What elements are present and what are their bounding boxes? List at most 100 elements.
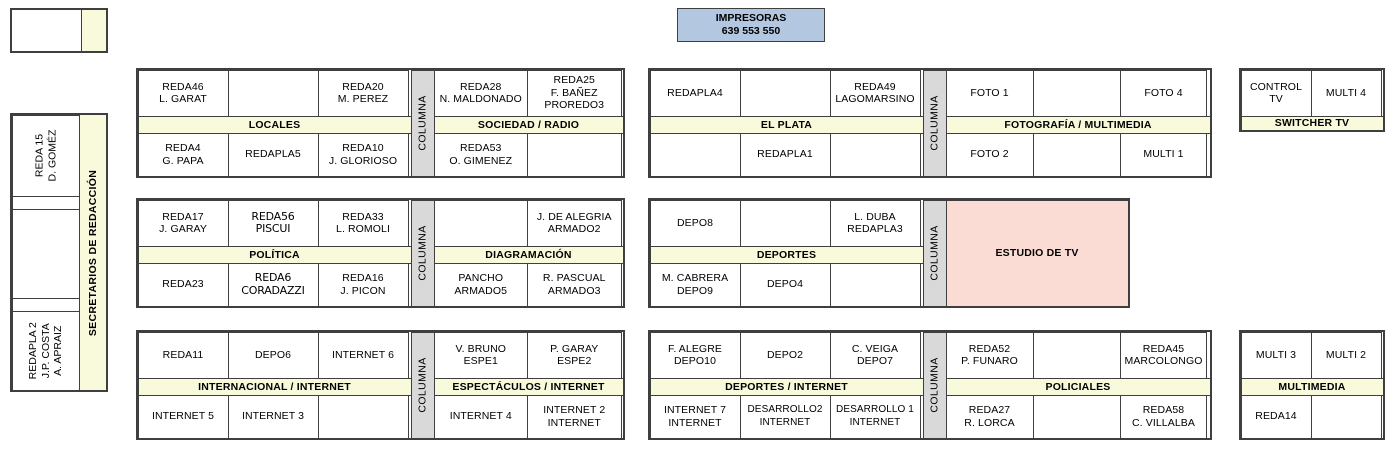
seat[interactable]: REDA33 L. ROMOLI <box>317 199 409 247</box>
seat[interactable]: REDA53 O. GIMENEZ <box>433 132 528 177</box>
seat[interactable]: REDA28 N. MALDONADO <box>433 69 528 117</box>
group-el-plata: REDAPLA4 REDA49 LAGOMARSINO EL PLATA RED… <box>649 69 924 177</box>
sidebar-cell-3-label: REDAPLA 2 J.P. COSTA A. APRAIZ <box>26 321 64 380</box>
seat[interactable]: REDA16 J. PICON <box>317 262 409 307</box>
seat[interactable]: REDA52 P. FUNARO <box>945 331 1034 379</box>
columna-label: COLUMNA <box>416 225 429 281</box>
seat[interactable]: L. DUBA REDAPLA3 <box>829 199 921 247</box>
band-multimedia: MULTIMEDIA <box>1240 377 1384 396</box>
block-elplata-fotografia: REDAPLA4 REDA49 LAGOMARSINO EL PLATA RED… <box>648 68 1212 178</box>
impresoras-numbers: 639 553 550 <box>721 25 781 37</box>
group-switcher-tv: CONTROL TV MULTI 4 SWITCHER TV <box>1240 69 1384 131</box>
seat[interactable]: INTERNET 3 <box>227 394 319 439</box>
seat[interactable]: REDA49 LAGOMARSINO <box>829 69 921 117</box>
seat[interactable]: C. VEIGA DEPO7 <box>829 331 921 379</box>
seat[interactable] <box>1032 132 1121 177</box>
seat[interactable]: REDA6 CORADAZZI <box>227 262 319 307</box>
seat[interactable]: REDAPLA4 <box>649 69 741 117</box>
seat[interactable]: DESARROLLO2 INTERNET <box>739 394 831 439</box>
seat[interactable]: REDAPLA5 <box>227 132 319 177</box>
band-internacional-internet: INTERNACIONAL / INTERNET <box>137 377 412 396</box>
seat[interactable]: REDA23 <box>137 262 229 307</box>
seat[interactable]: F. ALEGRE DEPO10 <box>649 331 741 379</box>
seat[interactable]: CONTROL TV <box>1240 69 1312 117</box>
columna-pillar: COLUMNA <box>410 69 435 177</box>
estudio-de-tv-panel[interactable]: ESTUDIO DE TV <box>945 199 1129 307</box>
seat[interactable] <box>1310 394 1382 439</box>
seat[interactable]: R. PASCUAL ARMADO3 <box>527 262 622 307</box>
seat[interactable]: REDA14 <box>1240 394 1312 439</box>
top-left-empty-cell[interactable] <box>12 10 82 51</box>
seat[interactable]: REDA10 J. GLORIOSO <box>317 132 409 177</box>
seat[interactable]: DEPO2 <box>739 331 831 379</box>
seat[interactable]: INTERNET 7 INTERNET <box>649 394 741 439</box>
seat[interactable]: INTERNET 2 INTERNET <box>527 394 622 439</box>
seat[interactable]: REDA27 R. LORCA <box>945 394 1034 439</box>
group-deportes-internet: F. ALEGRE DEPO10 DEPO2 C. VEIGA DEPO7 DE… <box>649 331 924 439</box>
seat[interactable]: REDA20 M. PEREZ <box>317 69 409 117</box>
seat[interactable]: DEPO8 <box>649 199 741 247</box>
sidebar-cell-3[interactable]: REDAPLA 2 J.P. COSTA A. APRAIZ <box>11 310 80 391</box>
columna-label: COLUMNA <box>416 95 429 151</box>
seat[interactable]: MULTI 3 <box>1240 331 1312 379</box>
seat[interactable] <box>433 199 528 247</box>
seat[interactable] <box>1032 69 1121 117</box>
seat[interactable]: REDA4 G. PAPA <box>137 132 229 177</box>
seat[interactable]: PANCHO ARMADO5 <box>433 262 528 307</box>
seat[interactable]: INTERNET 4 <box>433 394 528 439</box>
seat[interactable]: J. DE ALEGRIA ARMADO2 <box>527 199 622 247</box>
seat[interactable]: FOTO 2 <box>945 132 1034 177</box>
seat[interactable] <box>829 262 921 307</box>
seat[interactable] <box>829 132 921 177</box>
band-deportes-internet: DEPORTES / INTERNET <box>649 377 924 396</box>
seat[interactable] <box>739 69 831 117</box>
group-internacional-internet: REDA11 DEPO6 INTERNET 6 INTERNACIONAL / … <box>137 331 412 439</box>
seat[interactable]: INTERNET 6 <box>317 331 409 379</box>
seat[interactable] <box>1032 331 1121 379</box>
seat[interactable]: REDA56 PISCUI <box>227 199 319 247</box>
band-policiales: POLICIALES <box>945 377 1211 396</box>
seat[interactable]: INTERNET 5 <box>137 394 229 439</box>
sidebar-cell-1[interactable]: REDA 15 D. GOMÉZ <box>11 114 80 197</box>
columna-pillar: COLUMNA <box>410 199 435 307</box>
seat[interactable]: DEPO6 <box>227 331 319 379</box>
sidebar-cell-1-label: REDA 15 D. GOMÉZ <box>32 129 58 182</box>
seat[interactable]: REDA46 L. GARAT <box>137 69 229 117</box>
band-el-plata: EL PLATA <box>649 115 924 134</box>
seat[interactable] <box>317 394 409 439</box>
block-locales-sociedad: REDA46 L. GARAT REDA20 M. PEREZ LOCALES … <box>136 68 625 178</box>
seat[interactable]: V. BRUNO ESPE1 <box>433 331 528 379</box>
band-fotografia-multimedia: FOTOGRAFÍA / MULTIMEDIA <box>945 115 1211 134</box>
estudio-de-tv-label: ESTUDIO DE TV <box>995 247 1079 259</box>
seat[interactable]: MULTI 1 <box>1119 132 1208 177</box>
seat[interactable]: FOTO 1 <box>945 69 1034 117</box>
seat[interactable]: REDA25 F. BAÑEZ PROREDO3 <box>527 69 622 117</box>
seat[interactable] <box>527 132 622 177</box>
seat[interactable]: REDA58 C. VILLALBA <box>1119 394 1208 439</box>
seat[interactable]: FOTO 4 <box>1119 69 1208 117</box>
group-locales: REDA46 L. GARAT REDA20 M. PEREZ LOCALES … <box>137 69 412 177</box>
group-sociedad-radio: REDA28 N. MALDONADO REDA25 F. BAÑEZ PROR… <box>433 69 624 177</box>
seat[interactable] <box>1032 394 1121 439</box>
seat[interactable]: DEPO4 <box>739 262 831 307</box>
seat[interactable]: REDA45 MARCOLONGO <box>1119 331 1208 379</box>
seat[interactable] <box>649 132 741 177</box>
seat[interactable]: M. CABRERA DEPO9 <box>649 262 741 307</box>
seat[interactable] <box>227 69 319 117</box>
band-switcher-tv: SWITCHER TV <box>1240 115 1384 131</box>
seat[interactable]: MULTI 4 <box>1310 69 1382 117</box>
seat[interactable]: P. GARAY ESPE2 <box>527 331 622 379</box>
block-politica-diagramacion: REDA17 J. GARAY REDA56 PISCUI REDA33 L. … <box>136 198 625 308</box>
seat[interactable]: REDAPLA1 <box>739 132 831 177</box>
block-deportesinternet-policiales: F. ALEGRE DEPO10 DEPO2 C. VEIGA DEPO7 DE… <box>648 330 1212 440</box>
seat[interactable]: REDA17 J. GARAY <box>137 199 229 247</box>
sidebar-cell-2[interactable] <box>11 208 80 299</box>
seat[interactable]: DESARROLLO 1 INTERNET <box>829 394 921 439</box>
band-deportes: DEPORTES <box>649 245 924 264</box>
top-left-box <box>10 8 108 53</box>
seat[interactable] <box>739 199 831 247</box>
columna-pillar: COLUMNA <box>922 69 947 177</box>
seat[interactable]: MULTI 2 <box>1310 331 1382 379</box>
band-sociedad-radio: SOCIEDAD / RADIO <box>433 115 624 134</box>
seat[interactable]: REDA11 <box>137 331 229 379</box>
